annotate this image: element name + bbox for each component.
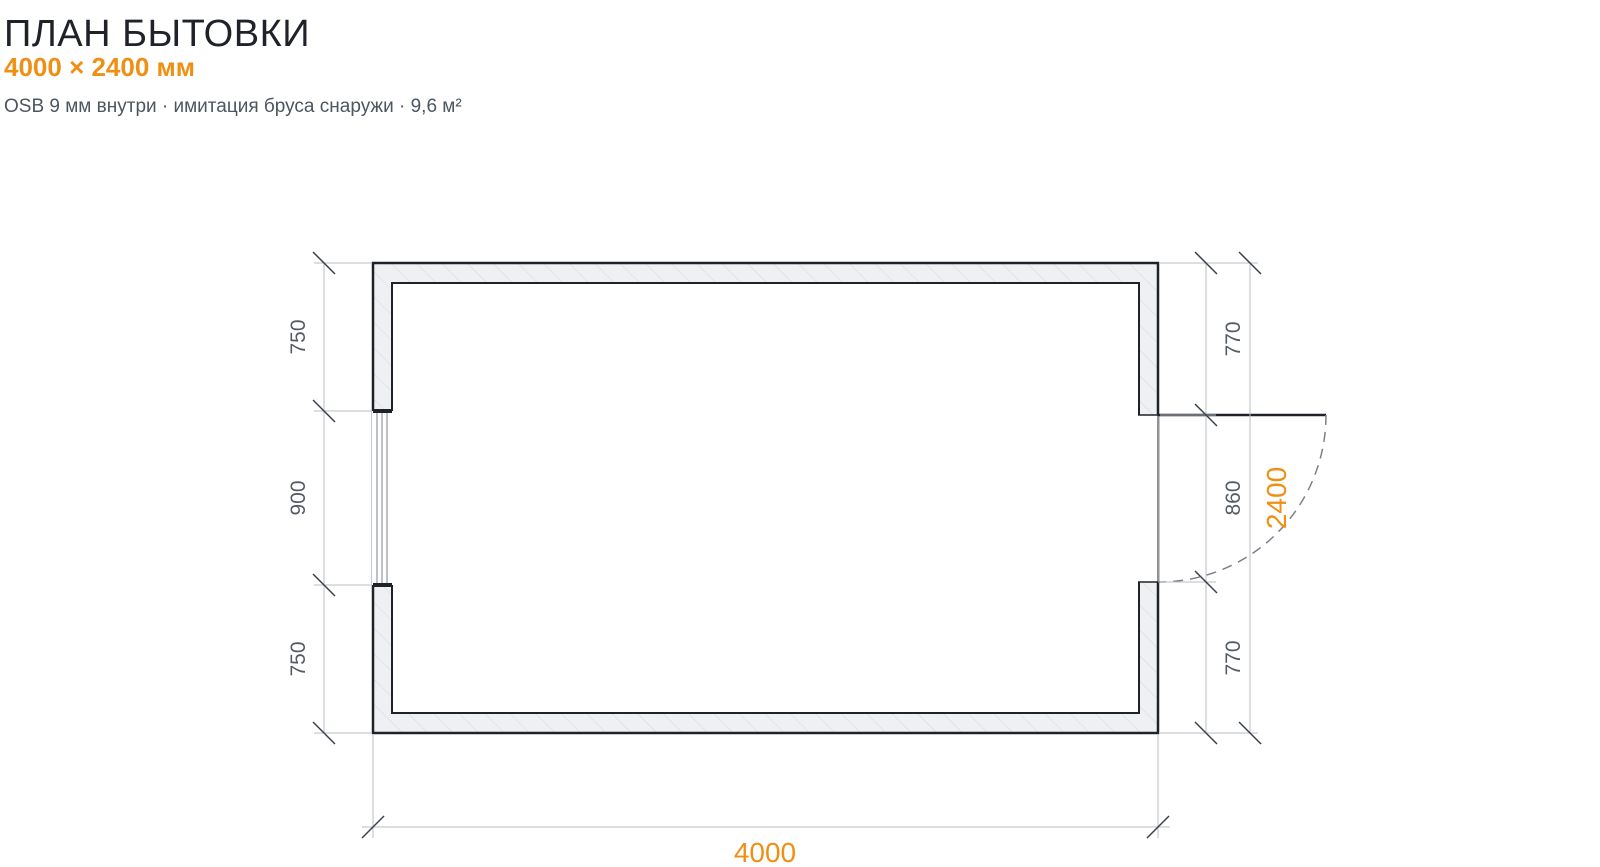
tick-left-window-top [312, 399, 336, 423]
tick-right-door-top [1194, 403, 1218, 427]
tick-total-top [1238, 251, 1262, 275]
tick-bottom-right [1146, 815, 1170, 839]
tick-right-door-bottom [1194, 570, 1218, 594]
tick-bottom-left [361, 815, 385, 839]
door-swing-arc [1157, 414, 1327, 583]
tick-total-bottom [1238, 721, 1262, 745]
left-dim-label-bottom: 750 [287, 641, 310, 676]
inner-wall-outline [391, 282, 1140, 714]
tick-right-top [1194, 251, 1218, 275]
right-dim-label-middle: 860 [1222, 480, 1245, 515]
left-dim-label-top: 750 [287, 319, 310, 354]
dimensions-subtitle: 4000 × 2400 мм [4, 52, 196, 82]
right-dim-label-top: 770 [1222, 321, 1245, 356]
door-opening [1138, 415, 1159, 582]
tick-left-bottom [312, 721, 336, 745]
total-width-label: 2400 [1261, 467, 1292, 529]
tick-right-bottom [1194, 721, 1218, 745]
tick-left-window-bottom [312, 573, 336, 597]
dimension-ticks [312, 251, 1262, 839]
left-dim-label-middle: 900 [287, 480, 310, 515]
description-text: OSB 9 мм внутри · имитация бруса снаружи… [4, 96, 462, 117]
tick-left-top [312, 251, 336, 275]
total-length-label: 4000 [734, 837, 796, 867]
right-dim-label-bottom: 770 [1222, 640, 1245, 675]
page-title: ПЛАН БЫТОВКИ [4, 13, 311, 55]
header: ПЛАН БЫТОВКИ 4000 × 2400 мм OSB 9 мм вну… [4, 10, 462, 118]
